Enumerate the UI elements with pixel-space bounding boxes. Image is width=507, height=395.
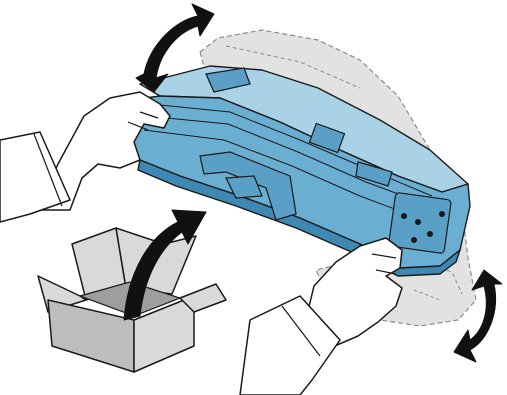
right-hand-icon [240,238,402,395]
